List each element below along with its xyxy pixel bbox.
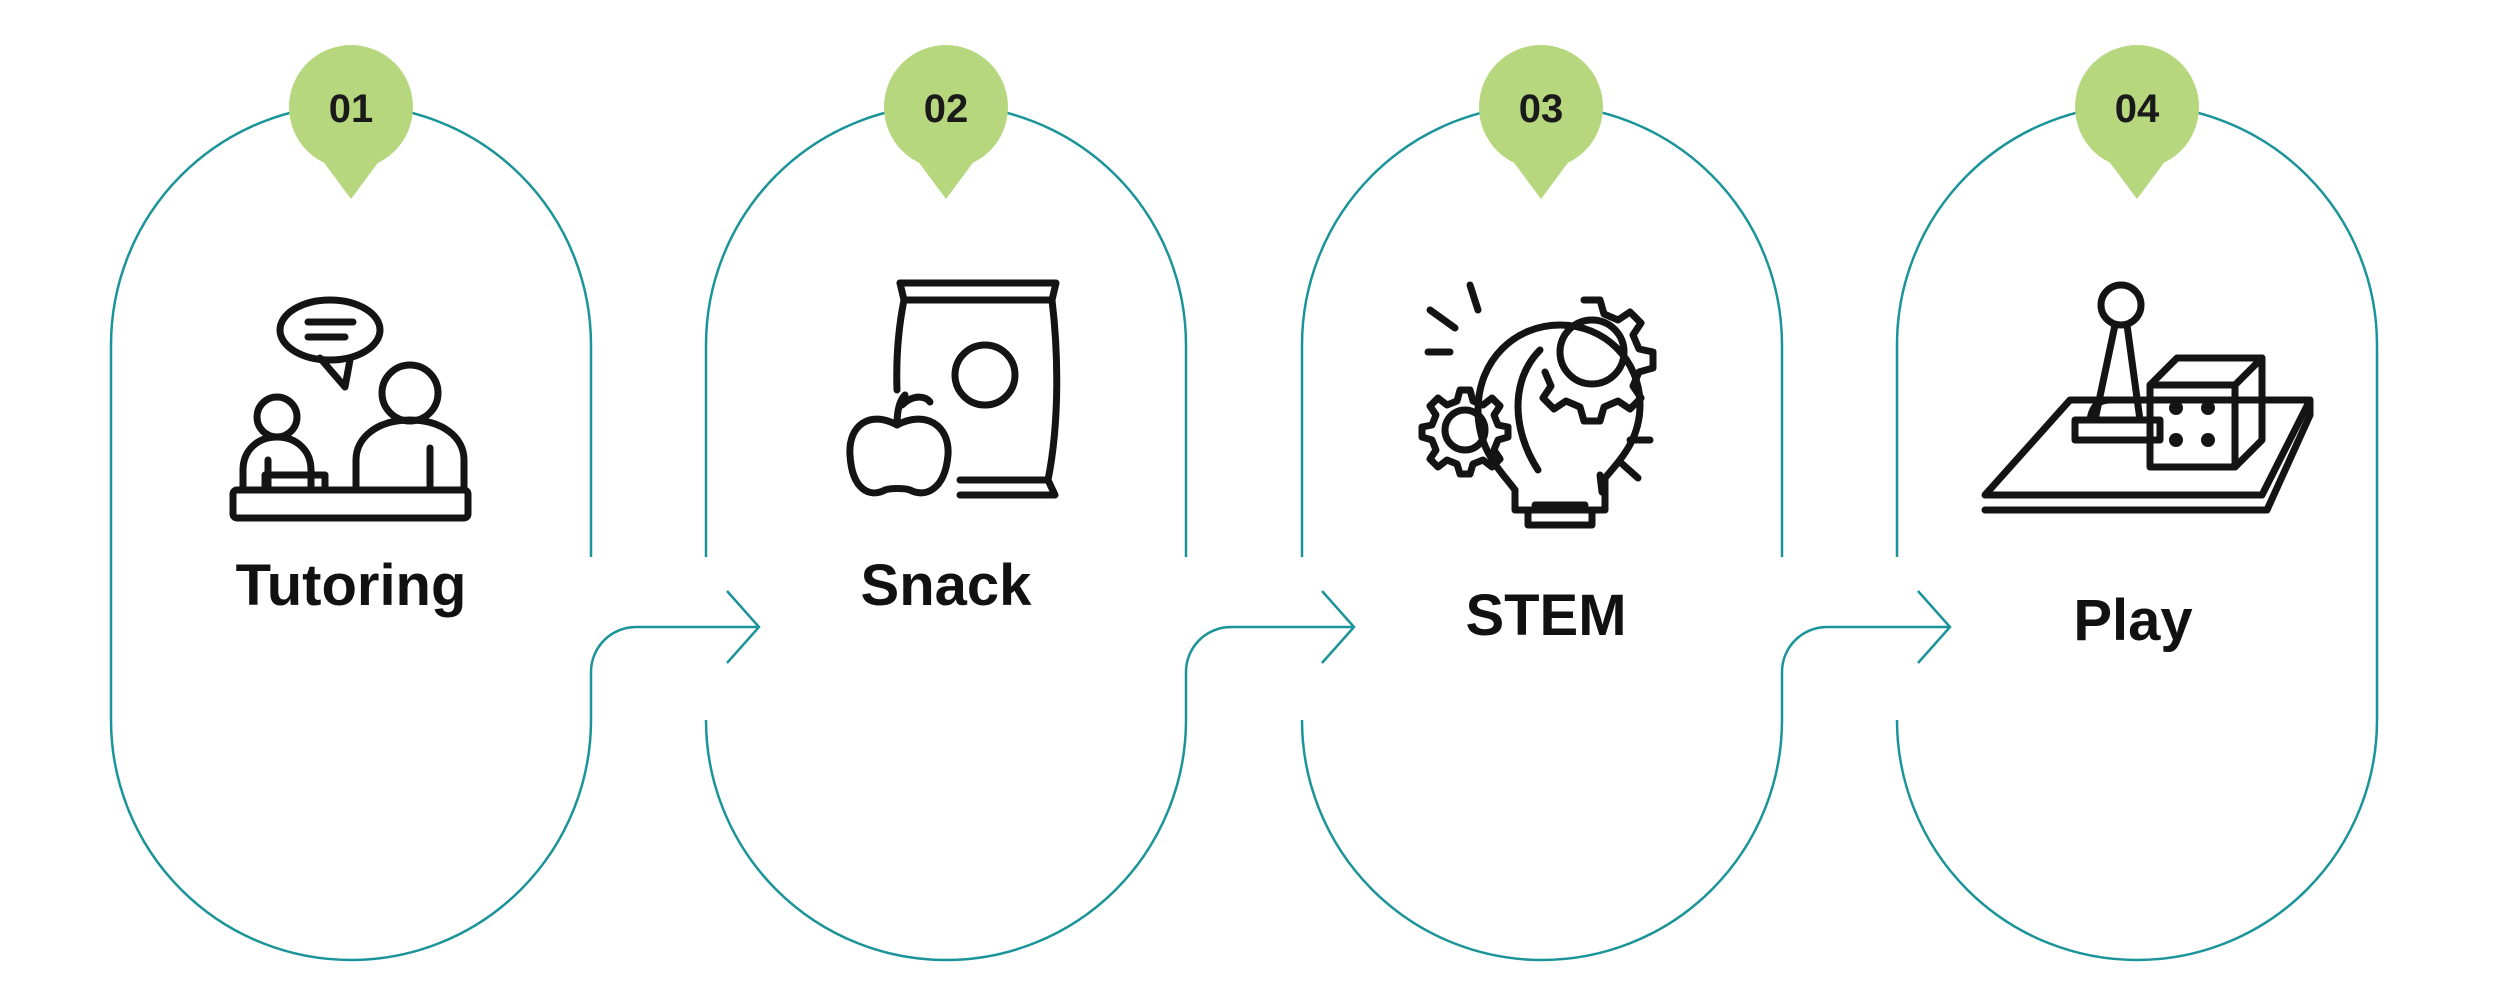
small-gear-icon xyxy=(1418,386,1512,478)
badge-04: 04 xyxy=(2075,45,2199,199)
badge-number: 03 xyxy=(1519,87,1564,131)
tutoring-icon xyxy=(229,296,472,522)
badge-02: 02 xyxy=(884,45,1008,199)
step-4-outline xyxy=(1895,103,2379,962)
pill-outlines xyxy=(109,103,2379,962)
stem-lightbulb-gears-icon xyxy=(1418,281,1657,529)
arrow-1-to-2 xyxy=(589,590,761,673)
arrow-2-to-3 xyxy=(1184,590,1356,673)
step-label-stem: STEM xyxy=(1465,583,1626,648)
board-game-icon xyxy=(1981,281,2314,514)
step-1-outline xyxy=(109,103,593,962)
step-3-outline xyxy=(1300,103,1784,962)
step-2-outline xyxy=(704,103,1188,962)
large-gear-icon xyxy=(1539,296,1657,425)
badge-number: 02 xyxy=(924,87,969,131)
step-label-play: Play xyxy=(2073,588,2192,653)
step-badges: 01 02 03 04 xyxy=(289,45,2199,199)
badge-03: 03 xyxy=(1479,45,1603,199)
badge-number: 01 xyxy=(329,87,374,131)
connector-arrows xyxy=(589,590,1952,673)
step-label-snack: Snack xyxy=(861,553,1033,618)
badge-number: 04 xyxy=(2115,87,2160,131)
step-labels: Tutoring Snack STEM Play xyxy=(236,553,2193,653)
snack-icon xyxy=(846,279,1061,499)
badge-01: 01 xyxy=(289,45,413,199)
step-label-tutoring: Tutoring xyxy=(236,553,467,618)
arrow-3-to-4 xyxy=(1780,590,1952,673)
